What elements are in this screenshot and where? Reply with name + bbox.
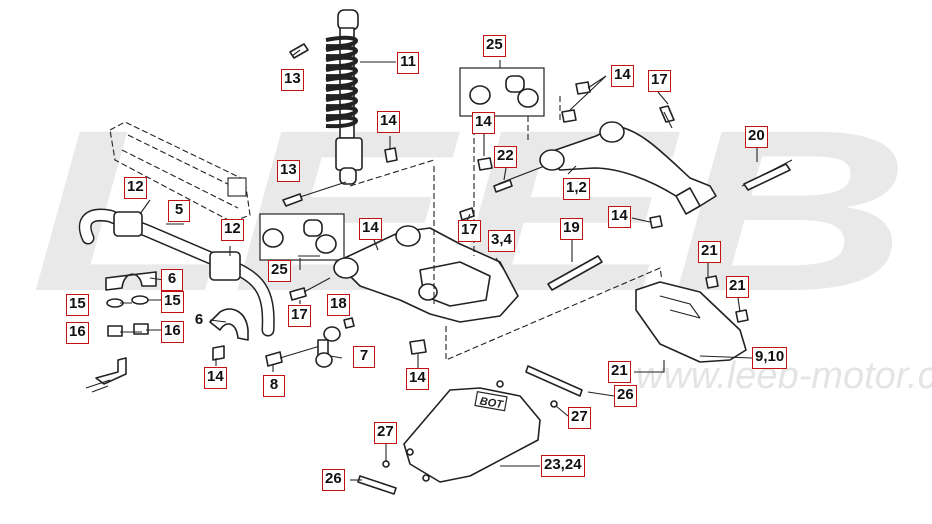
callout-16-nut-right: 16: [161, 321, 184, 343]
callout-18-nut: 18: [327, 294, 350, 316]
callout-12-bushing-left: 12: [124, 177, 147, 199]
bottom-hardware: [357, 365, 583, 495]
callout-12-bushing-right: 12: [221, 219, 244, 241]
callout-20-long-bolt: 20: [745, 126, 768, 148]
frame-section: [109, 121, 251, 223]
callout-25-bushings-upper: 25: [483, 35, 506, 57]
upper-a-arm: [539, 121, 717, 215]
callout-27-washer-left: 27: [374, 422, 397, 444]
callout-14-nut-center: 14: [608, 206, 631, 228]
callout-17-bolt-center: 17: [458, 220, 481, 242]
callout-16-nut-left: 16: [66, 322, 89, 344]
plate-decal: BOT: [479, 395, 505, 411]
callout-23-24-bash-plate: 23,24: [541, 455, 585, 477]
long-bolts: [547, 163, 791, 291]
callout-3-4-lower-a-arm: 3,4: [488, 230, 515, 252]
callout-21-bolt-bottom: 21: [608, 361, 631, 383]
lower-a-arm: [333, 225, 519, 323]
callout-26-bolt-right: 26: [614, 385, 637, 407]
stabilizer-bar: [78, 208, 275, 337]
callout-6-bracket-upper: 6: [161, 269, 183, 291]
shock-absorber: [325, 9, 363, 185]
callout-14-nut-lower-arm: 14: [359, 218, 382, 240]
callout-27-washer-right: 27: [568, 407, 591, 429]
left-hardware: [85, 271, 249, 393]
bushing-set-upper: [459, 67, 545, 117]
callout-15-washer-right: 15: [161, 291, 184, 313]
callout-17-bolt-left: 17: [288, 305, 311, 327]
bash-plate: BOT: [403, 387, 541, 483]
bushing-set-lower: [259, 213, 345, 261]
callout-14-nut-bracket: 14: [204, 367, 227, 389]
leader-lines: [120, 60, 758, 481]
callout-21-bolt-top: 21: [698, 241, 721, 263]
callout-6-bracket-lower: 6: [194, 311, 204, 328]
callout-13-bolt-top: 13: [281, 69, 304, 91]
callout-1-2-upper-a-arm: 1,2: [563, 178, 590, 200]
callout-14-nuts-a-arm: 14: [611, 65, 634, 87]
callout-22-bolt: 22: [494, 146, 517, 168]
callout-13-bolt-lower: 13: [277, 160, 300, 182]
callout-14-nut-shock: 14: [377, 111, 400, 133]
callout-17-bolt-a-arm: 17: [648, 70, 671, 92]
callout-14-nut-bottom: 14: [406, 368, 429, 390]
callout-14-nut-upper-arm: 14: [472, 112, 495, 134]
callout-8-bolt: 8: [263, 375, 285, 397]
callout-15-washer-left: 15: [66, 294, 89, 316]
callout-21-bolt-mid: 21: [726, 276, 749, 298]
callout-26-bolt-left: 26: [322, 469, 345, 491]
end-link: [315, 326, 341, 368]
callout-7-end-link: 7: [353, 346, 375, 368]
callout-19-long-bolt: 19: [560, 218, 583, 240]
bolts: [265, 43, 793, 367]
callout-25-bushings-lower: 25: [268, 260, 291, 282]
callout-11-shock: 11: [397, 52, 419, 74]
skid-plate: [635, 281, 747, 363]
callout-5-stabilizer-bar: 5: [168, 200, 190, 222]
callout-9-10-skid-plate: 9,10: [752, 347, 788, 369]
